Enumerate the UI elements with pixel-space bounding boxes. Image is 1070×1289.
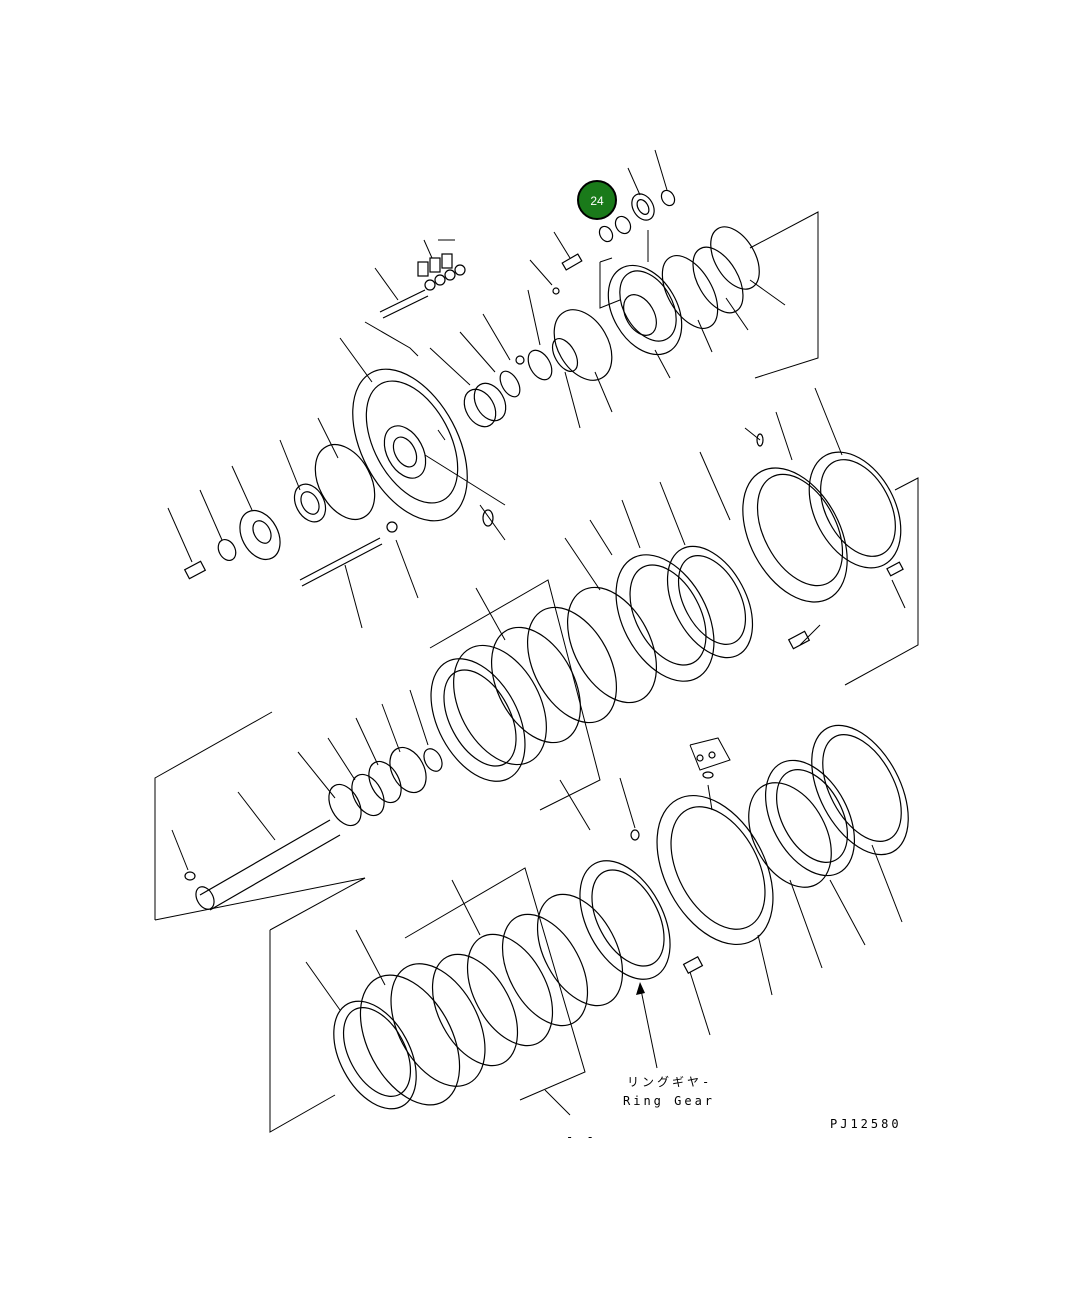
lower-right-housing: [619, 724, 909, 1036]
lower-clutch-pack: [269, 860, 671, 1133]
ring-gear-label-english: Ring Gear: [623, 1094, 715, 1108]
drawing-code: PJ12580: [830, 1117, 902, 1131]
callout-badge-circle[interactable]: [577, 180, 617, 220]
bearing-stack: [429, 289, 613, 429]
pump-carrier-plate: [339, 337, 506, 541]
footer-marks: - -: [566, 1130, 597, 1144]
top-small-parts: [529, 149, 676, 295]
left-cover-parts: [167, 417, 419, 629]
rod-and-bolts: [364, 239, 466, 357]
callout-number[interactable]: 24: [590, 194, 604, 208]
callout-badge-24[interactable]: 24: [577, 180, 617, 220]
upper-right-clutch-housing: [659, 387, 919, 686]
shaft-gear-assembly: [154, 689, 443, 921]
ring-gear-label-japanese: リングギヤ-: [627, 1075, 712, 1089]
upper-clutch-drum: [599, 211, 819, 379]
middle-clutch-pack: [429, 499, 754, 831]
